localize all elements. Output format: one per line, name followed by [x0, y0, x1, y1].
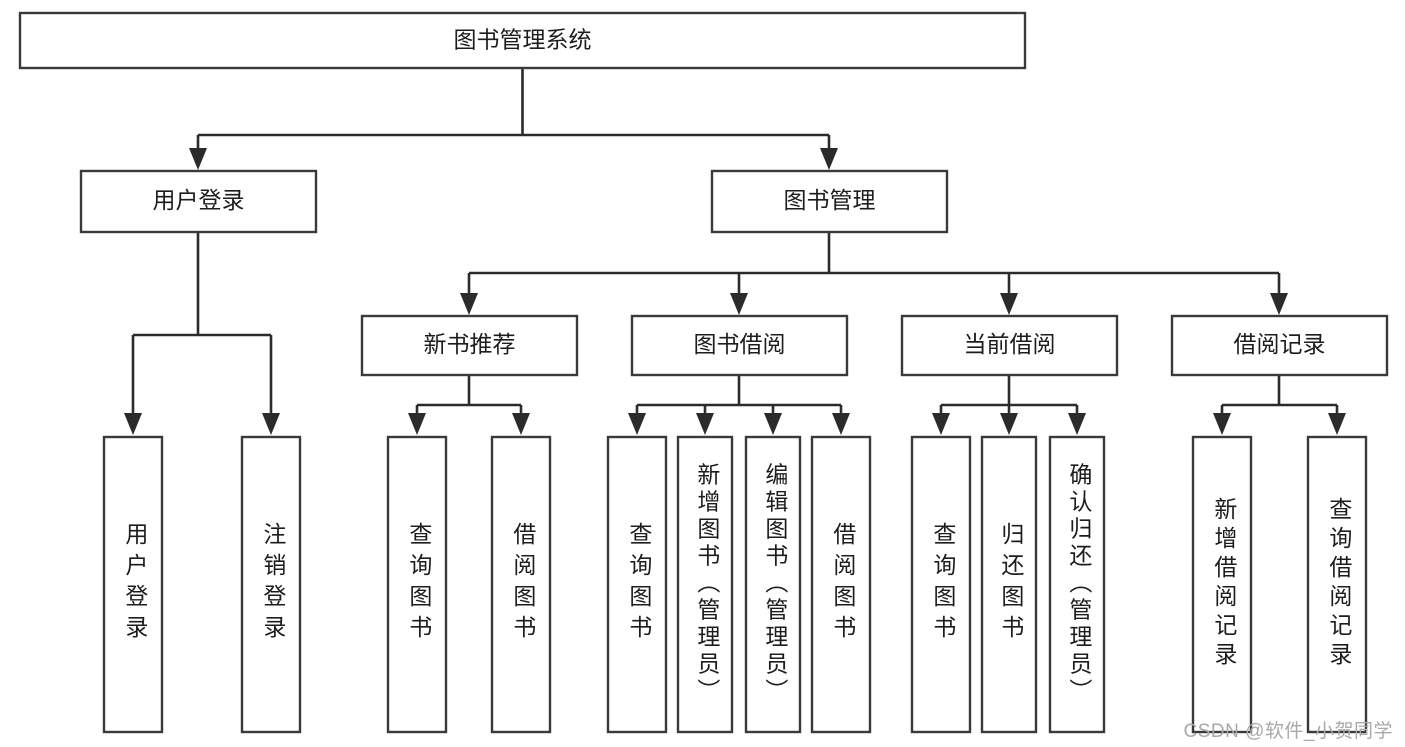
node-book-manage-label: 图书管理: [784, 187, 876, 213]
node-leaf-add-record-label: 新增借阅记录: [1211, 497, 1238, 671]
node-leaf-add-book[interactable]: 新增图书（管理员）: [676, 435, 734, 734]
node-borrow-record[interactable]: 借阅记录: [1170, 314, 1389, 377]
arrow-icon-leaf-query-book-2: [628, 413, 646, 435]
connector-group-book-manage: [460, 232, 1288, 315]
node-user-login[interactable]: 用户登录: [79, 169, 318, 234]
node-borrow-record-label: 借阅记录: [1234, 331, 1326, 357]
node-root[interactable]: 图书管理系统: [18, 11, 1027, 70]
arrow-icon-leaf-edit-book: [764, 413, 782, 435]
node-leaf-query-book-3-box[interactable]: [910, 435, 972, 734]
node-leaf-query-record-label: 查询借阅记录: [1326, 497, 1353, 671]
connector-group-user-login: [124, 232, 280, 435]
arrow-icon-user-login: [189, 148, 207, 170]
arrow-icon-leaf-user-login: [124, 413, 142, 435]
node-current-borrow-label: 当前借阅: [964, 331, 1056, 357]
arrow-icon-new-book-rec: [460, 293, 478, 315]
node-leaf-add-book-label: 新增图书（管理员）: [694, 463, 721, 706]
node-leaf-return-book-box[interactable]: [980, 435, 1038, 734]
node-borrow-record-box[interactable]: [1170, 314, 1389, 377]
arrow-icon-leaf-query-book-3: [932, 413, 950, 435]
node-leaf-user-login-box[interactable]: [102, 435, 164, 734]
node-leaf-confirm-return-box[interactable]: [1048, 435, 1106, 734]
arrow-icon-leaf-query-record: [1328, 413, 1346, 435]
connector-group-current-borrow: [932, 375, 1086, 435]
node-leaf-logout-box[interactable]: [240, 435, 302, 734]
node-leaf-query-book-1-box[interactable]: [386, 435, 448, 734]
node-new-book-rec-label: 新书推荐: [424, 331, 516, 357]
node-leaf-borrow-book-1[interactable]: 借阅图书: [490, 435, 552, 734]
node-leaf-return-book-label: 归还图书: [998, 522, 1025, 646]
arrow-icon-book-manage: [820, 148, 838, 170]
node-book-borrow-box[interactable]: [630, 314, 849, 377]
csdn-watermark: CSDN @软件_小贺同学: [1183, 721, 1393, 742]
node-leaf-logout[interactable]: 注销登录: [240, 435, 302, 734]
node-leaf-borrow-book-2[interactable]: 借阅图书: [810, 435, 872, 734]
node-root-box[interactable]: [18, 11, 1027, 70]
node-leaf-return-book[interactable]: 归还图书: [980, 435, 1038, 734]
arrow-icon-leaf-logout: [262, 413, 280, 435]
node-leaf-query-book-2-box[interactable]: [606, 435, 668, 734]
node-leaf-confirm-return-label: 确认归还（管理员）: [1066, 463, 1093, 706]
connector-group-new-book-rec: [408, 375, 530, 435]
connector-group-book-borrow: [628, 375, 850, 435]
arrow-icon-leaf-query-book-1: [408, 413, 426, 435]
arrow-icon-leaf-borrow-book-2: [832, 413, 850, 435]
arrow-icon-book-borrow: [730, 293, 748, 315]
node-leaf-logout-label: 注销登录: [260, 522, 287, 646]
arrow-icon-leaf-borrow-book-1: [512, 413, 530, 435]
node-leaf-query-record-box[interactable]: [1306, 435, 1368, 734]
node-leaf-add-record[interactable]: 新增借阅记录: [1191, 435, 1253, 734]
node-book-manage[interactable]: 图书管理: [710, 169, 949, 234]
arrow-icon-borrow-record: [1270, 293, 1288, 315]
node-new-book-rec[interactable]: 新书推荐: [360, 314, 579, 377]
node-leaf-user-login-label: 用户登录: [122, 522, 149, 646]
node-leaf-query-book-3[interactable]: 查询图书: [910, 435, 972, 734]
arrow-icon-leaf-return-book: [1000, 413, 1018, 435]
node-leaf-query-record[interactable]: 查询借阅记录: [1306, 435, 1368, 734]
node-new-book-rec-box[interactable]: [360, 314, 579, 377]
node-book-manage-box[interactable]: [710, 169, 949, 234]
node-leaf-confirm-return[interactable]: 确认归还（管理员）: [1048, 435, 1106, 734]
node-current-borrow[interactable]: 当前借阅: [900, 314, 1119, 377]
node-leaf-edit-book-label: 编辑图书（管理员）: [762, 463, 789, 706]
node-leaf-edit-book-box[interactable]: [744, 435, 802, 734]
node-leaf-add-book-box[interactable]: [676, 435, 734, 734]
node-leaf-edit-book[interactable]: 编辑图书（管理员）: [744, 435, 802, 734]
arrow-icon-leaf-add-record: [1213, 413, 1231, 435]
arrow-icon-current-borrow: [1000, 293, 1018, 315]
node-leaf-query-book-1-label: 查询图书: [406, 522, 433, 646]
node-leaf-query-book-2-label: 查询图书: [626, 522, 653, 646]
node-user-login-label: 用户登录: [153, 187, 245, 213]
arrow-icon-leaf-add-book: [696, 413, 714, 435]
arrow-icon-leaf-confirm-return: [1068, 413, 1086, 435]
node-root-label: 图书管理系统: [454, 27, 592, 53]
node-current-borrow-box[interactable]: [900, 314, 1119, 377]
node-leaf-borrow-book-2-label: 借阅图书: [830, 522, 857, 646]
node-leaf-user-login[interactable]: 用户登录: [102, 435, 164, 734]
connector-group-borrow-record: [1213, 375, 1346, 435]
node-user-login-box[interactable]: [79, 169, 318, 234]
node-leaf-query-book-1[interactable]: 查询图书: [386, 435, 448, 734]
node-leaf-query-book-3-label: 查询图书: [930, 522, 957, 646]
node-leaf-borrow-book-1-box[interactable]: [490, 435, 552, 734]
node-leaf-borrow-book-2-box[interactable]: [810, 435, 872, 734]
node-leaf-add-record-box[interactable]: [1191, 435, 1253, 734]
node-book-borrow-label: 图书借阅: [694, 331, 786, 357]
connector-group-root: [189, 68, 838, 170]
node-leaf-borrow-book-1-label: 借阅图书: [510, 522, 537, 646]
node-leaf-query-book-2[interactable]: 查询图书: [606, 435, 668, 734]
node-book-borrow[interactable]: 图书借阅: [630, 314, 849, 377]
